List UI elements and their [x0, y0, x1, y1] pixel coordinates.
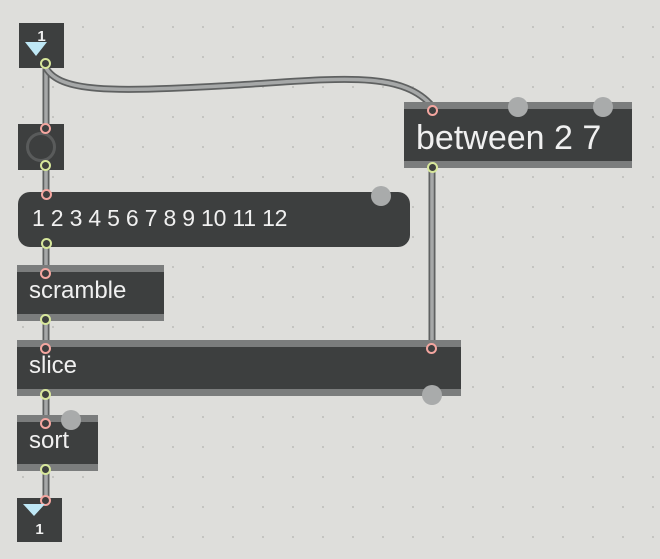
- outlet[interactable]: [40, 58, 51, 69]
- inlet[interactable]: [426, 343, 437, 354]
- outlet-pad: [422, 385, 442, 405]
- inlet-pad: [61, 410, 81, 430]
- object-label: scramble: [29, 277, 127, 304]
- outlet[interactable]: [40, 160, 51, 171]
- bang-circle-icon: [26, 132, 56, 162]
- inlet[interactable]: [40, 495, 51, 506]
- object-label: between 2 7: [416, 119, 602, 157]
- inlet[interactable]: [40, 268, 51, 279]
- inlet[interactable]: [40, 343, 51, 354]
- outlet[interactable]: [41, 238, 52, 249]
- inlet-pad: [593, 97, 613, 117]
- outlet[interactable]: [40, 464, 51, 475]
- slice-object[interactable]: slice: [17, 340, 461, 405]
- message-text: 1 2 3 4 5 6 7 8 9 10 11 12: [32, 205, 288, 231]
- triangle-down-icon: [25, 42, 47, 56]
- triangle-down-icon: [23, 504, 45, 516]
- sort-object[interactable]: sort: [17, 410, 98, 475]
- inlet-pad: [371, 186, 391, 206]
- number-box-top[interactable]: 1: [19, 23, 64, 69]
- inlet[interactable]: [427, 105, 438, 116]
- outlet[interactable]: [40, 314, 51, 325]
- bang-button[interactable]: [18, 123, 64, 171]
- number-box-bottom[interactable]: 1: [17, 495, 62, 542]
- patch-cord[interactable]: [42, 64, 436, 110]
- inlet-pad: [508, 97, 528, 117]
- number-box-value: 1: [37, 28, 46, 45]
- scramble-object[interactable]: scramble: [17, 265, 164, 325]
- object-label: sort: [29, 427, 70, 454]
- between-object[interactable]: between 2 7: [404, 97, 632, 173]
- inlet[interactable]: [40, 418, 51, 429]
- list-message-box[interactable]: 1 2 3 4 5 6 7 8 9 10 11 12: [18, 186, 410, 249]
- number-box-value: 1: [35, 521, 44, 538]
- outlet[interactable]: [40, 389, 51, 400]
- inlet[interactable]: [40, 123, 51, 134]
- outlet[interactable]: [427, 162, 438, 173]
- inlet[interactable]: [41, 189, 52, 200]
- object-label: slice: [29, 352, 78, 379]
